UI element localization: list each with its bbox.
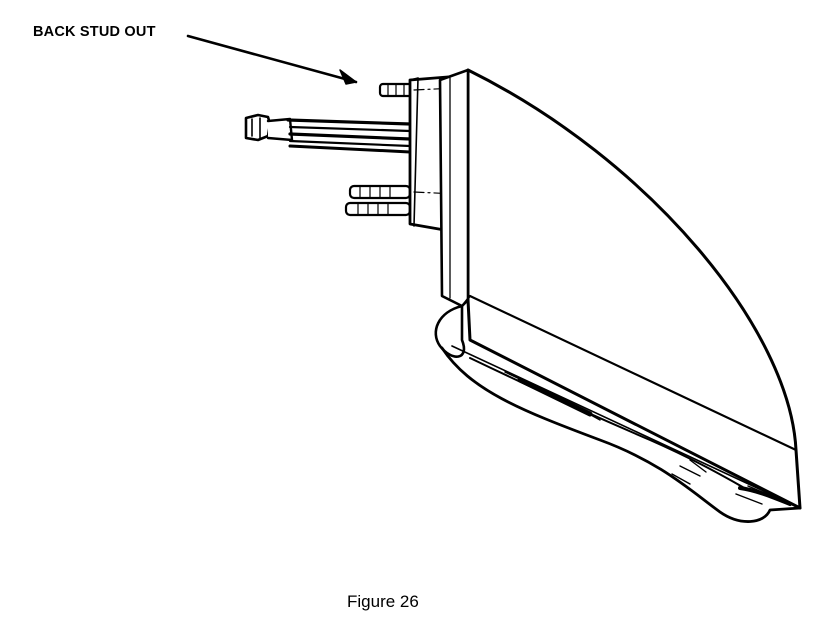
figure-caption: Figure 26 — [347, 592, 419, 611]
mirror-housing — [438, 68, 802, 510]
back-stud-callout-label: BACK STUD OUT — [33, 24, 156, 40]
lower-studs — [344, 184, 412, 217]
back-stud — [378, 82, 414, 98]
leader-arrow — [186, 34, 358, 85]
wire-connector — [244, 113, 412, 154]
mirror-bezel — [434, 304, 802, 523]
